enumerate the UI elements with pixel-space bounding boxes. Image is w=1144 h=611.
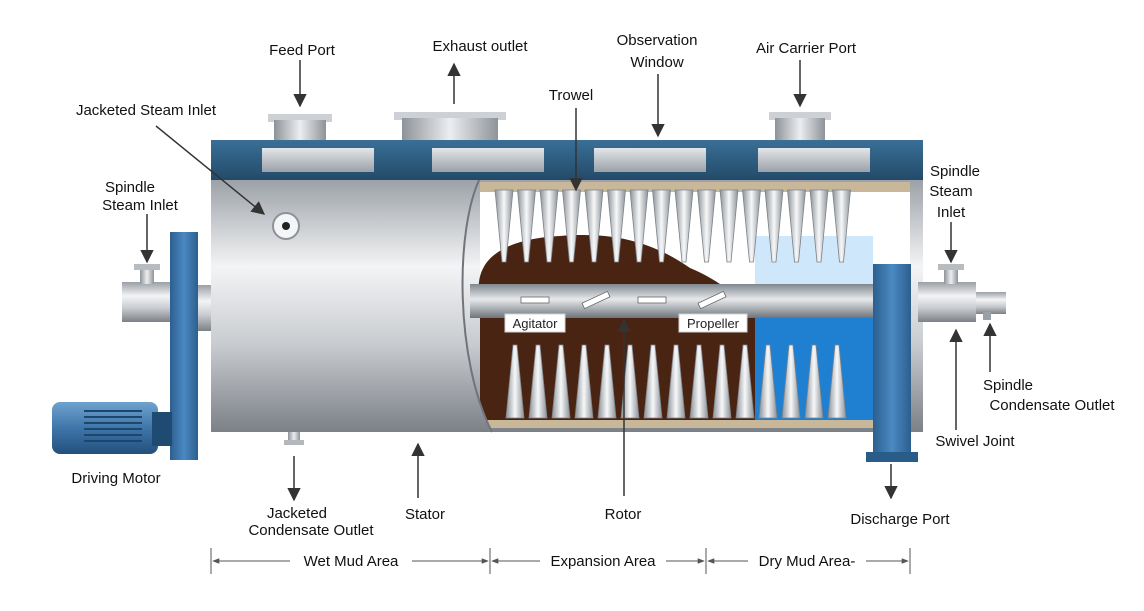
observation-window-2 <box>432 148 544 172</box>
trowel-blade <box>494 189 514 263</box>
label-spindle-steam-inlet-right-3: Inlet <box>937 204 966 221</box>
feed-port-nozzle <box>268 114 332 140</box>
label-air-carrier-port: Air Carrier Port <box>756 40 857 57</box>
label-spindle-steam-inlet-right-1: Spindle <box>930 163 980 180</box>
shaft-paddle <box>697 290 727 310</box>
label-dry-mud-area: Dry Mud Area- <box>759 553 856 570</box>
shaft-paddle <box>520 296 550 304</box>
trowel-blade <box>742 189 761 263</box>
motor-fin <box>84 440 142 442</box>
label-spindle-steam-inlet-left-2: Steam Inlet <box>102 197 179 214</box>
leader-arrows <box>140 60 997 502</box>
propeller-tag: Propeller <box>678 313 748 333</box>
interior-cutaway <box>470 182 910 428</box>
trowel-blade <box>584 189 604 263</box>
wet-mud <box>478 235 755 420</box>
rotor-blade <box>758 344 778 419</box>
drive-flange <box>170 232 198 460</box>
label-stator: Stator <box>405 506 445 523</box>
trowel-blade <box>809 189 829 263</box>
rotor-blade <box>735 344 755 419</box>
right-spindle-pipe <box>918 264 1006 322</box>
trowel-blade <box>787 189 806 263</box>
top-bar <box>211 140 923 180</box>
left-spindle-pipe <box>122 264 214 331</box>
motor-fin <box>84 410 142 412</box>
observation-window-1 <box>262 148 374 172</box>
jacketed-steam-inlet-port <box>272 212 300 240</box>
motor-fin <box>84 422 142 424</box>
observation-window-4 <box>758 148 870 172</box>
label-spindle-condensate-2: Condensate Outlet <box>989 397 1115 414</box>
label-observation-window-1: Observation <box>617 32 698 49</box>
rotor-blade <box>689 344 709 419</box>
air-carrier-port-nozzle <box>769 112 831 140</box>
label-feed-port: Feed Port <box>269 42 336 59</box>
label-observation-window-2: Window <box>630 54 684 71</box>
shaft-paddle <box>637 296 667 304</box>
trowel-blade <box>652 189 671 263</box>
exhaust-outlet-nozzle <box>394 112 506 140</box>
label-agitator: Agitator <box>513 316 558 331</box>
label-rotor: Rotor <box>605 506 642 523</box>
label-trowel: Trowel <box>549 87 593 104</box>
trowel-blade <box>607 189 626 263</box>
agitator-tag: Agitator <box>504 313 566 333</box>
label-discharge-port: Discharge Port <box>850 511 950 528</box>
label-spindle-steam-inlet-left-1: Spindle <box>105 179 155 196</box>
trowel-blade <box>832 189 851 263</box>
rotor-blade <box>804 344 824 419</box>
jacketed-condensate-nozzle <box>284 432 304 445</box>
rotor-blade <box>551 344 571 419</box>
rotor-blade <box>574 344 594 419</box>
label-driving-motor: Driving Motor <box>71 470 160 487</box>
driving-motor <box>52 402 172 454</box>
rotor-blade <box>666 344 686 419</box>
label-spindle-condensate-1: Spindle <box>983 377 1033 394</box>
rotor-blade <box>712 344 732 419</box>
label-swivel-joint: Swivel Joint <box>935 433 1015 450</box>
rotor-blade <box>827 344 847 419</box>
rotor-blade <box>620 344 640 419</box>
discharge-port <box>866 264 918 462</box>
label-jacketed-condensate-2: Condensate Outlet <box>248 522 374 539</box>
label-propeller: Propeller <box>687 316 740 331</box>
motor-fin <box>84 416 142 418</box>
shaft-paddle <box>581 290 611 310</box>
shell-cut-edge <box>211 178 492 432</box>
trowel-blade <box>517 189 536 263</box>
motor-fin <box>84 434 142 436</box>
label-wet-mud-area: Wet Mud Area <box>304 553 399 570</box>
label-jacketed-condensate-1: Jacketed <box>267 505 327 522</box>
trowel-blade <box>719 189 739 263</box>
label-spindle-steam-inlet-right-2: Steam <box>929 183 972 200</box>
trowel-blade <box>674 189 694 263</box>
rotor-blade <box>505 344 525 419</box>
area-dimension-line <box>210 548 911 574</box>
trowel-blade <box>764 189 784 263</box>
trowel-blade <box>539 189 559 263</box>
rotor-blade <box>781 344 801 419</box>
motor-fin <box>84 428 142 430</box>
trowel-blade <box>629 189 649 263</box>
trowel-blade <box>697 189 716 263</box>
rotor-blade <box>528 344 548 419</box>
label-exhaust-outlet: Exhaust outlet <box>432 38 528 55</box>
observation-window-3 <box>594 148 706 172</box>
label-jacketed-steam-inlet: Jacketed Steam Inlet <box>76 102 217 119</box>
rotor-blade <box>643 344 663 419</box>
label-expansion-area: Expansion Area <box>550 553 656 570</box>
rotor-blade <box>597 344 617 419</box>
